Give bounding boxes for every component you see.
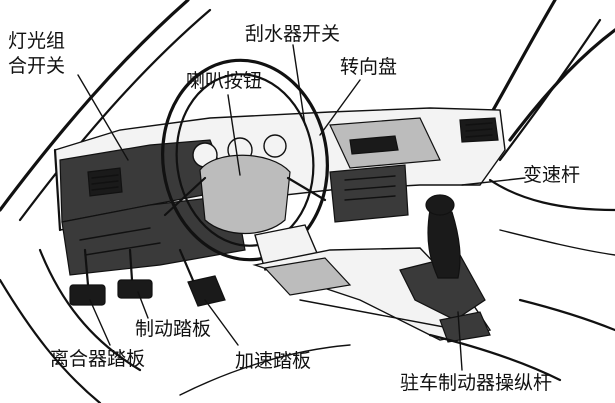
pedals: [69, 248, 226, 307]
label-brake-pedal: 制动踏板: [135, 318, 212, 340]
label-steering-wheel: 转向盘: [340, 56, 398, 78]
label-horn-button: 喇叭按钮: [186, 70, 263, 92]
label-light-switch-line1: 灯光组: [8, 30, 66, 52]
leader-lines: [77, 44, 526, 371]
label-light-switch: 灯光组 合开关: [8, 32, 65, 76]
label-wiper-switch: 刮水器开关: [245, 23, 341, 45]
label-light-switch-line2: 合开关: [8, 55, 66, 77]
label-clutch-pedal: 离合器踏板: [50, 348, 146, 370]
label-parking-brake-lever: 驻车制动器操纵杆: [400, 372, 553, 394]
center-console: [252, 194, 562, 382]
label-gear-lever: 变速杆: [523, 164, 581, 186]
door-panel: [179, 178, 615, 396]
label-accelerator-pedal: 加速踏板: [235, 350, 312, 372]
lower-dash: [0, 194, 246, 403]
